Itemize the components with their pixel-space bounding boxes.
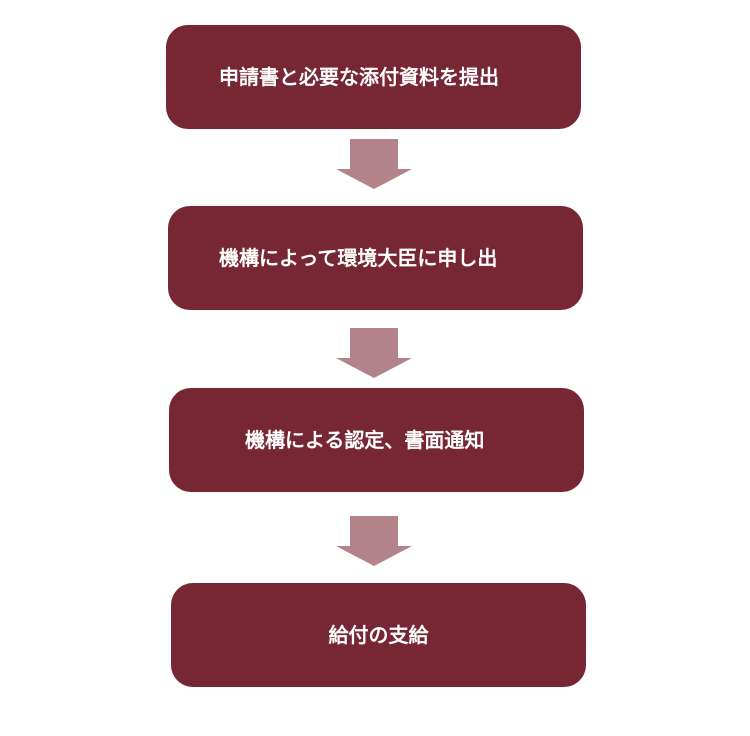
flow-step-label: 申請書と必要な添付資料を提出 xyxy=(219,65,499,89)
flow-step-label: 機構によって環境大臣に申し出 xyxy=(219,246,498,270)
down-arrow-icon xyxy=(336,328,412,378)
flow-step-certification-notice: 機構による認定、書面通知 xyxy=(169,388,584,492)
flow-step-label: 機構による認定、書面通知 xyxy=(245,428,485,452)
flow-step-submit-application: 申請書と必要な添付資料を提出 xyxy=(166,25,581,129)
flow-step-report-to-minister: 機構によって環境大臣に申し出 xyxy=(168,206,583,310)
flow-step-benefit-payment: 給付の支給 xyxy=(171,583,586,687)
down-arrow-icon xyxy=(336,516,412,566)
flow-step-label: 給付の支給 xyxy=(328,623,429,647)
down-arrow-icon xyxy=(336,139,412,189)
